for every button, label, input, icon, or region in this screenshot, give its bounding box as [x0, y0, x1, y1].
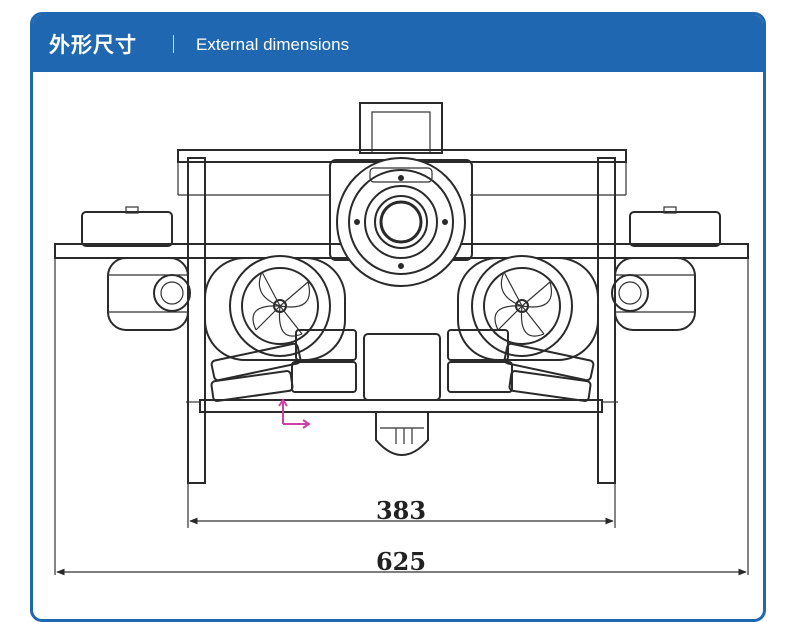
camera-dome — [329, 157, 473, 287]
side-beam — [54, 243, 749, 575]
dimension-label-625: 625 — [376, 547, 426, 576]
top-handle — [359, 102, 443, 154]
technical-drawing: 383 625 — [54, 102, 749, 576]
dimension-outer-width: 625 — [56, 547, 747, 576]
axis-marker — [278, 398, 311, 429]
bottom-light — [375, 411, 429, 456]
header-title-english: External dimensions — [196, 35, 350, 54]
header-divider — [173, 35, 174, 53]
dimension-inner-width: 383 — [187, 483, 616, 528]
right-side-module — [611, 206, 721, 331]
bottom-plate — [186, 399, 618, 413]
lower-actuators — [210, 329, 595, 402]
header-title-chinese: 外形尺寸 — [49, 33, 137, 57]
right-thruster — [457, 255, 599, 361]
card-header: 外形尺寸 External dimensions — [33, 15, 763, 72]
dimension-label-383: 383 — [376, 496, 426, 525]
left-side-module — [81, 206, 191, 331]
left-thruster — [204, 255, 346, 361]
